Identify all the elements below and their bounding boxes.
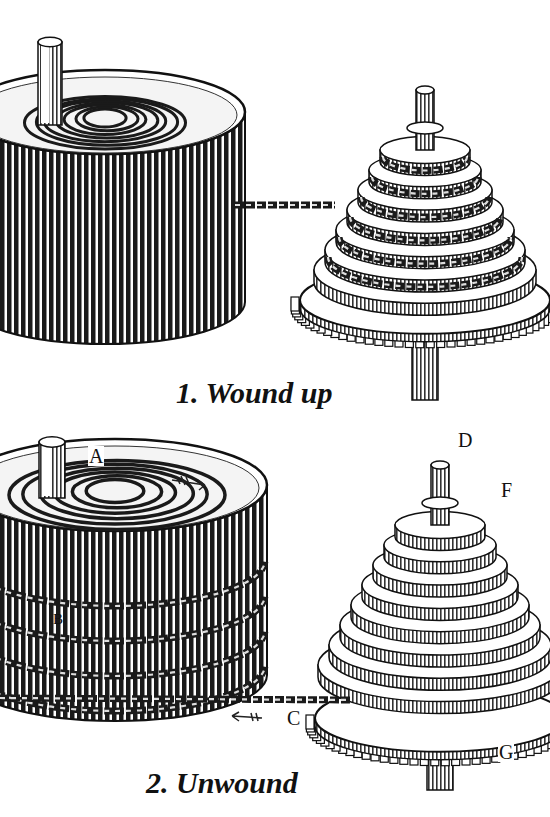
mainspring-coil xyxy=(64,105,146,135)
mainspring-coil xyxy=(84,109,126,127)
engraving-stroke xyxy=(235,204,335,206)
engraving-stroke xyxy=(0,698,352,700)
gear-tooth xyxy=(291,297,299,311)
part-letter: D xyxy=(457,430,473,450)
fusee-chain xyxy=(372,177,478,194)
engraving-stroke xyxy=(416,86,434,94)
mainspring-coil xyxy=(86,480,144,503)
fusee-chain xyxy=(0,665,265,711)
engraving-stroke xyxy=(0,77,237,153)
engraving-stroke xyxy=(361,197,489,217)
fusee-chain xyxy=(235,202,335,209)
figure-caption: 1. Wound up xyxy=(175,378,333,408)
part-letter: A xyxy=(88,446,104,466)
engraving-stroke xyxy=(372,177,478,194)
part-letter: F xyxy=(500,480,513,500)
engraving-stroke xyxy=(422,497,458,509)
fusee-chain xyxy=(383,157,467,171)
barrel-rim xyxy=(0,439,267,531)
barrel-arbor xyxy=(39,442,65,498)
gear-tooth xyxy=(306,715,314,729)
fusee-chain xyxy=(361,197,489,217)
fusee-arbor xyxy=(431,465,449,525)
direction-arrow xyxy=(232,712,262,721)
engraving-stroke xyxy=(39,437,65,447)
barrel-arbor xyxy=(38,42,62,125)
engraving-stroke xyxy=(38,37,62,47)
mainspring-coil xyxy=(76,107,138,131)
engraving-stroke xyxy=(383,157,467,171)
engraving-stroke xyxy=(0,630,265,676)
part-letter: G xyxy=(498,742,514,762)
mainspring-coil xyxy=(72,476,161,508)
fusee-chain xyxy=(0,560,265,606)
mainspring-coil xyxy=(56,103,158,138)
engraving-stroke xyxy=(41,46,49,123)
fusee-arbor xyxy=(416,90,434,150)
part-letter: C xyxy=(286,708,301,728)
fusee-chain xyxy=(0,698,352,700)
mainspring-coil xyxy=(55,472,176,513)
direction-arrow xyxy=(172,476,205,490)
part-letter: B xyxy=(52,612,64,627)
engraving-stroke xyxy=(407,122,443,134)
barrel-rim xyxy=(0,70,245,154)
fusee-chain xyxy=(0,630,265,676)
figure-caption: 2. Unwound xyxy=(145,768,299,798)
engraving-stroke xyxy=(0,665,265,711)
engraving-stroke xyxy=(431,461,449,469)
engraving-stroke xyxy=(42,446,51,496)
fusee-chain xyxy=(0,595,265,641)
engraving-stroke xyxy=(0,560,265,606)
engraving-stroke xyxy=(0,595,265,641)
